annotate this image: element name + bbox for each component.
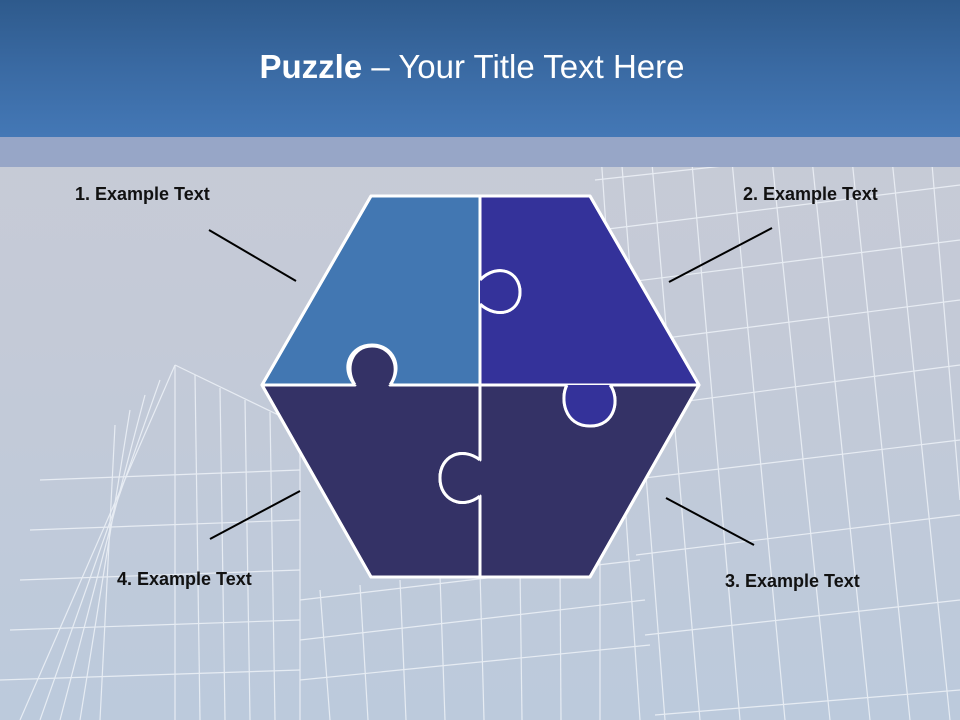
- label-2: 2. Example Text: [743, 184, 878, 204]
- title-band: [0, 137, 960, 167]
- puzzle-tab-bottom-right: [562, 384, 617, 428]
- title-bar: [0, 0, 960, 137]
- connector-line-4: [209, 490, 301, 540]
- title-keyword: Puzzle: [259, 48, 363, 85]
- title-subtitle: – Your Title Text Here: [362, 48, 685, 85]
- puzzle-tab-right: [478, 269, 522, 314]
- puzzle-tab-top-left: [348, 344, 397, 386]
- slide-title: Puzzle – Your Title Text Here: [0, 48, 944, 86]
- connector-line-2: [668, 227, 773, 283]
- label-3: 3. Example Text: [725, 571, 860, 591]
- label-1: 1. Example Text: [75, 184, 210, 204]
- connector-line-3: [665, 497, 755, 546]
- label-4: 4. Example Text: [117, 569, 252, 589]
- hexagon-outline: [260, 194, 701, 579]
- connector-line-1: [208, 229, 297, 282]
- puzzle-tab-center: [438, 452, 481, 504]
